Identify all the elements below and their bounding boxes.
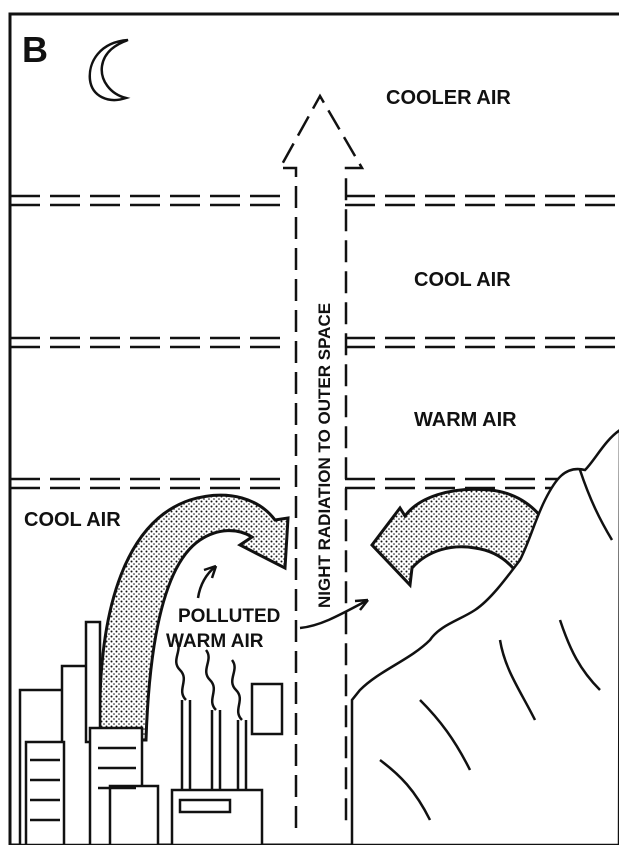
radiation-arrow-label: NIGHT RADIATION TO OUTER SPACE (315, 303, 334, 608)
panel-letter: B (22, 29, 48, 70)
layer-label-cool-air: COOL AIR (414, 269, 511, 291)
layer-label-cooler-air: COOLER AIR (386, 87, 511, 109)
mountains (350, 429, 619, 845)
pollution-label-line2: WARM AIR (166, 631, 264, 652)
pollution-label-line1: POLLUTED (178, 606, 280, 627)
moon-icon (88, 38, 131, 102)
layer-boundary-2 (10, 336, 619, 349)
smoke-plumes (174, 639, 243, 721)
city-buildings (18, 620, 160, 845)
layer-label-surface-cool-air: COOL AIR (24, 509, 121, 531)
radiation-arrow (277, 93, 365, 828)
pollution-arrows (196, 564, 369, 630)
layer-label-warm-air: WARM AIR (414, 409, 517, 431)
factory (170, 682, 284, 845)
diagram-frame (8, 12, 619, 845)
right-circulation-arrow (370, 487, 570, 607)
layer-boundary-3 (10, 477, 560, 490)
left-circulation-arrow (98, 493, 290, 742)
layer-boundary-1 (10, 194, 619, 207)
